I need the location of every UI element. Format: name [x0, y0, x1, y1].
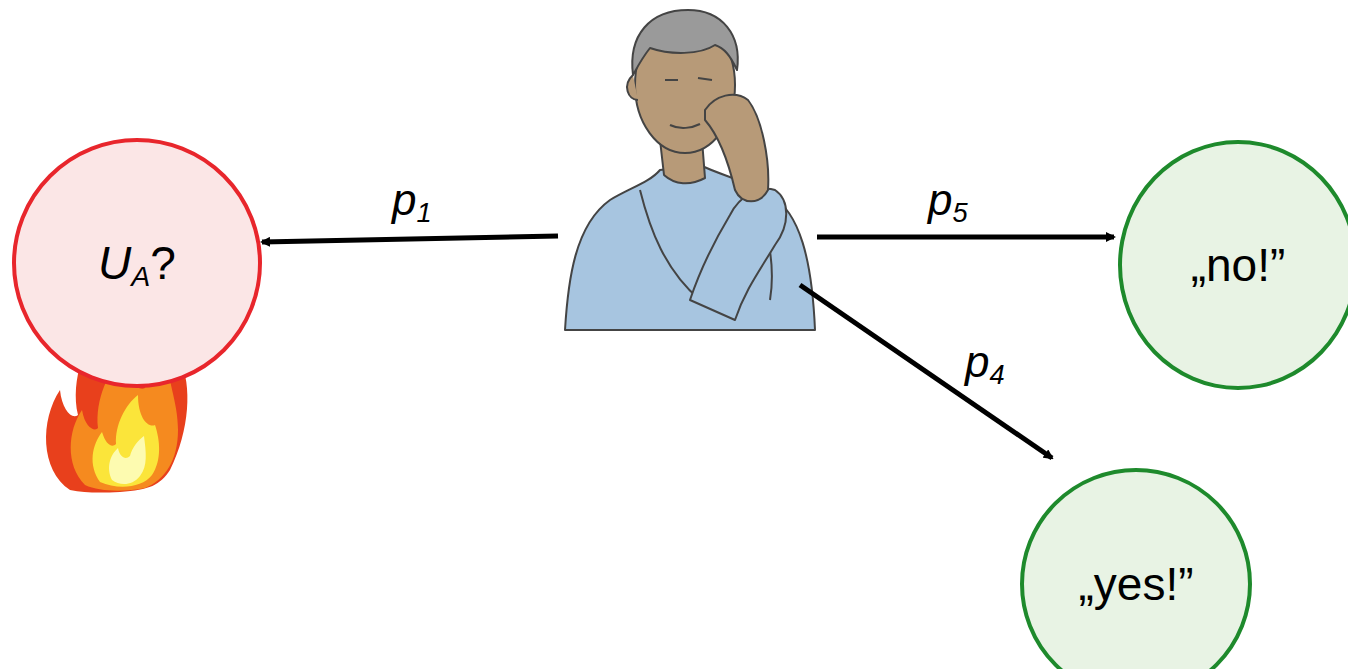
node-text: „yes!”: [1079, 559, 1194, 610]
circle-node: „yes!”: [1020, 468, 1252, 669]
node-text: „no!”: [1191, 240, 1286, 291]
arrow: [262, 236, 558, 242]
thinking-person: [565, 10, 815, 330]
probability-label: p5: [928, 176, 968, 224]
arrows: [262, 236, 1114, 458]
probability-label: p1: [392, 176, 432, 224]
circle-node: „no!”: [1118, 140, 1348, 390]
arrow: [817, 235, 1114, 240]
probability-label: p4: [965, 338, 1005, 386]
circle-node: UA?: [12, 138, 262, 388]
node-text: UA?: [98, 238, 176, 289]
arrow: [800, 285, 1052, 458]
